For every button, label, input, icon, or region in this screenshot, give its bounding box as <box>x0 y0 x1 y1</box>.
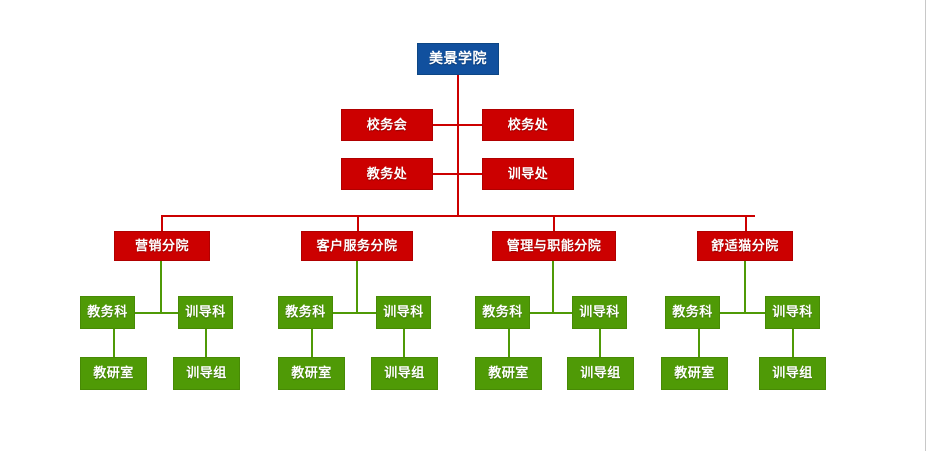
connector-group1-unit-left <box>113 329 115 357</box>
page-edge-line <box>925 0 926 451</box>
node-group4-section-academic[interactable]: 教务科 <box>665 296 720 329</box>
node-division-4[interactable]: 舒适猫分院 <box>697 231 793 261</box>
connector-root-spine <box>457 75 459 215</box>
connector-group4-unit-right <box>792 329 794 357</box>
node-group1-section-academic[interactable]: 教务科 <box>80 296 135 329</box>
node-division-2[interactable]: 客户服务分院 <box>301 231 413 261</box>
connector-division-drop-3 <box>553 215 555 231</box>
node-group2-section-instruction[interactable]: 训导科 <box>376 296 431 329</box>
connector-group2-section-right <box>356 312 388 314</box>
node-group1-unit-research[interactable]: 教研室 <box>80 357 147 390</box>
connector-group1-unit-right <box>205 329 207 357</box>
connector-admin-row1-left <box>433 124 458 126</box>
connector-group2-section-left <box>326 312 358 314</box>
connector-division-bus <box>161 215 755 217</box>
node-admin-school-affairs-committee[interactable]: 校务会 <box>341 109 433 141</box>
connector-group4-unit-left <box>698 329 700 357</box>
node-group1-section-instruction[interactable]: 训导科 <box>178 296 233 329</box>
node-group3-unit-instruction[interactable]: 训导组 <box>567 357 634 390</box>
node-group3-unit-research[interactable]: 教研室 <box>475 357 542 390</box>
node-group2-unit-instruction[interactable]: 训导组 <box>371 357 438 390</box>
node-admin-academic-affairs-office[interactable]: 教务处 <box>341 158 433 190</box>
connector-group2-unit-left <box>311 329 313 357</box>
node-group4-unit-research[interactable]: 教研室 <box>661 357 728 390</box>
connector-division-drop-1 <box>161 215 163 231</box>
connector-group2-spine <box>356 261 358 313</box>
connector-group1-section-left <box>130 312 162 314</box>
connector-division-drop-2 <box>357 215 359 231</box>
connector-group4-section-right <box>744 312 776 314</box>
connector-group3-unit-right <box>599 329 601 357</box>
connector-group3-section-right <box>552 312 584 314</box>
node-admin-school-affairs-office[interactable]: 校务处 <box>482 109 574 141</box>
node-group3-section-academic[interactable]: 教务科 <box>475 296 530 329</box>
connector-admin-row2-right <box>458 173 483 175</box>
connector-group3-unit-left <box>508 329 510 357</box>
connector-group2-unit-right <box>403 329 405 357</box>
node-group2-unit-research[interactable]: 教研室 <box>278 357 345 390</box>
node-group2-section-academic[interactable]: 教务科 <box>278 296 333 329</box>
node-group3-section-instruction[interactable]: 训导科 <box>572 296 627 329</box>
node-group4-unit-instruction[interactable]: 训导组 <box>759 357 826 390</box>
node-division-1[interactable]: 营销分院 <box>114 231 210 261</box>
connector-group1-spine <box>160 261 162 313</box>
connector-admin-row2-left <box>433 173 458 175</box>
connector-group4-section-left <box>714 312 746 314</box>
node-root-institution[interactable]: 美景学院 <box>417 43 499 75</box>
connector-group1-section-right <box>160 312 192 314</box>
node-group1-unit-instruction[interactable]: 训导组 <box>173 357 240 390</box>
node-group4-section-instruction[interactable]: 训导科 <box>765 296 820 329</box>
node-division-3[interactable]: 管理与职能分院 <box>492 231 616 261</box>
connector-group4-spine <box>744 261 746 313</box>
connector-admin-row1-right <box>458 124 483 126</box>
connector-group3-section-left <box>522 312 554 314</box>
connector-division-drop-4 <box>745 215 747 231</box>
node-admin-instruction-office[interactable]: 训导处 <box>482 158 574 190</box>
connector-group3-spine <box>552 261 554 313</box>
